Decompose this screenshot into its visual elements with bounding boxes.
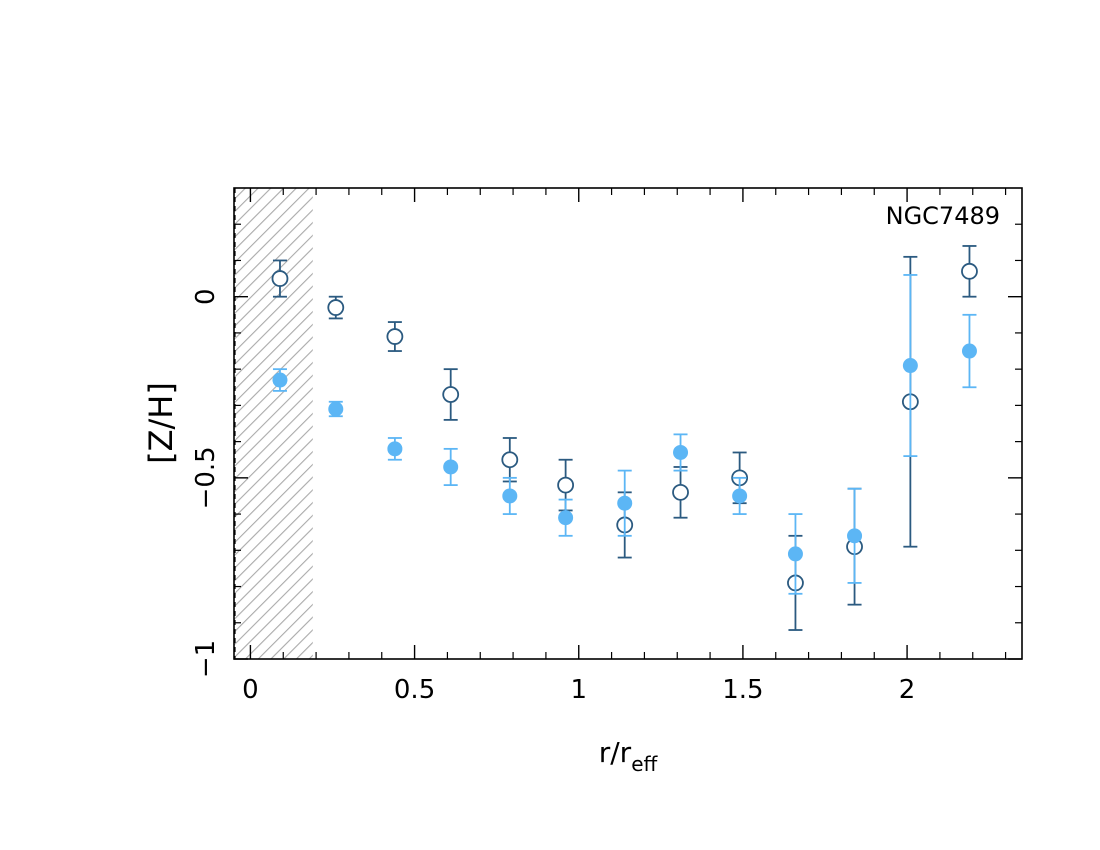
chart-annotation: NGC7489 [886,202,1000,230]
x-axis-label-subscript: eff [631,752,658,776]
data-point-filled [558,510,574,526]
data-point-open [386,328,404,345]
data-point-filled [902,358,918,374]
data-point-open [442,386,460,403]
data-point-open [271,270,289,287]
data-point-open [672,483,689,501]
y-tick-label: −1 [191,640,221,678]
x-axis-label: r/reff [599,736,659,776]
data-point-open [327,299,345,316]
data-point-filled [961,343,977,359]
data-point-filled [502,488,518,504]
data-point-filled [787,546,803,562]
data-point-filled [272,372,288,388]
data-point-filled [387,441,403,457]
plot-frame [233,187,1023,660]
x-tick-label: 2 [899,675,916,705]
data-point-filled [328,401,344,417]
y-axis-label: [Z/H] [142,382,180,464]
y-tick-label: −0.5 [191,446,221,509]
y-tick-label: 0 [191,288,221,305]
data-point-filled [847,528,863,544]
data-point-filled [732,488,748,504]
data-point-filled [673,444,689,460]
x-tick-label: 1.5 [722,675,763,705]
data-point-filled [443,459,459,475]
x-tick-label: 0.5 [394,675,435,705]
data-point-open [501,451,519,469]
data-point-open [557,476,575,494]
data-point-open [961,262,978,280]
data-point-filled [617,495,633,511]
x-tick-label: 0 [242,675,259,705]
hatched-region [234,188,313,659]
x-axis-label-main: r/r [599,736,632,769]
x-tick-label: 1 [570,675,587,705]
